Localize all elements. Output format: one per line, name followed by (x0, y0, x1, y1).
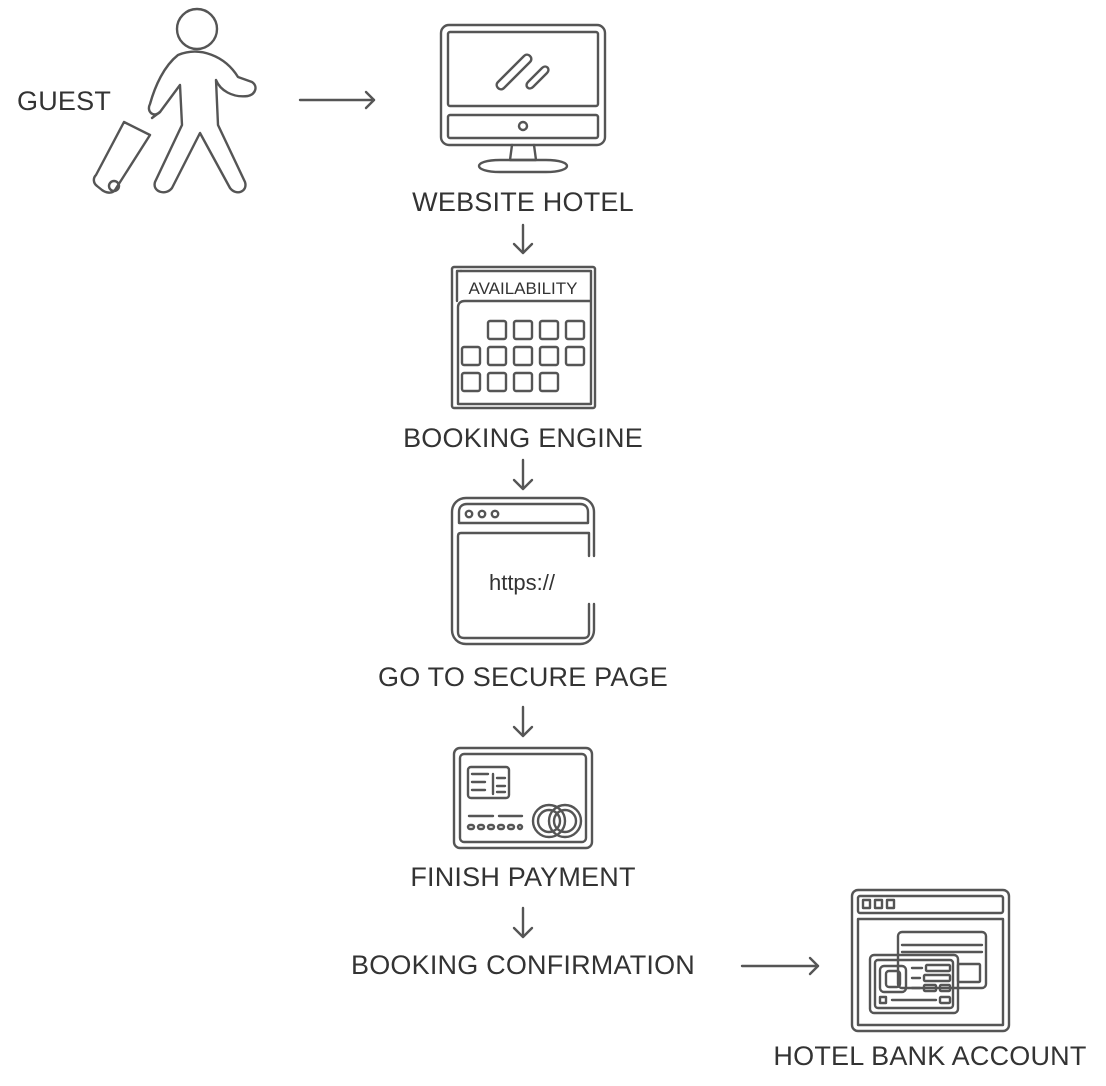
label-finish-payment: FINISH PAYMENT (410, 862, 636, 892)
label-website-hotel: WEBSITE HOTEL (412, 187, 634, 217)
arrow-guest-to-website (298, 90, 376, 110)
walking-traveler-icon (92, 7, 257, 194)
https-text: https:// (489, 570, 556, 595)
bank-account-icon (850, 888, 1011, 1033)
label-hotel-bank-account: HOTEL BANK ACCOUNT (773, 1041, 1087, 1071)
arrow-booking-engine-to-secure-page (512, 458, 534, 491)
arrow-confirmation-to-bank (740, 956, 820, 976)
availability-text: AVAILABILITY (469, 279, 578, 298)
arrow-payment-to-confirmation (512, 906, 534, 939)
label-secure-page: GO TO SECURE PAGE (378, 662, 668, 692)
calendar-availability-icon (450, 265, 597, 410)
arrow-secure-page-to-payment (512, 705, 534, 738)
label-booking-engine: BOOKING ENGINE (403, 423, 643, 453)
credit-card-icon (452, 746, 594, 850)
label-guest: GUEST (17, 86, 112, 116)
label-booking-confirmation: BOOKING CONFIRMATION (350, 950, 696, 980)
desktop-monitor-icon (439, 23, 607, 174)
secure-browser-icon (450, 496, 596, 646)
arrow-website-to-booking-engine (512, 223, 534, 255)
